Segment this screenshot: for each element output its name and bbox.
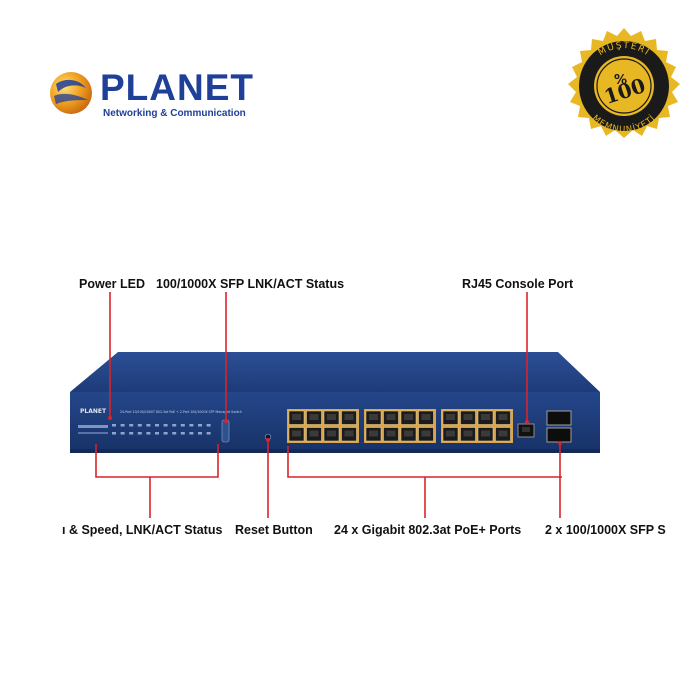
status-led (120, 424, 125, 427)
rj45-jack (292, 414, 301, 420)
globe-icon (50, 72, 92, 114)
callout-reset-button: Reset Button (235, 523, 313, 537)
status-led (163, 432, 168, 435)
seal-percent: % (614, 73, 627, 88)
status-led (129, 432, 134, 435)
switch-model-line: 24-Port 10/100/1000T 802.3at PoE + 2-Por… (120, 410, 242, 414)
callout-speed-status: ı & Speed, LNK/ACT Status (62, 523, 223, 537)
rj45-jack (309, 414, 319, 420)
status-led (163, 424, 168, 427)
rj45-jack (421, 414, 431, 420)
status-led (198, 432, 202, 435)
rj45-jack (344, 414, 354, 420)
rj45-jack (421, 430, 431, 437)
status-led (206, 432, 211, 435)
status-led (129, 424, 134, 427)
rj45-jack (481, 414, 490, 420)
brand-name: PLANET (100, 67, 254, 108)
switch-brand-mark: PLANET (80, 408, 107, 415)
rj45-jack (481, 430, 490, 437)
led-status-panel (78, 424, 211, 435)
rj45-jack (446, 430, 455, 437)
callout-sfp-status: 100/1000X SFP LNK/ACT Status (156, 277, 345, 291)
status-led (189, 432, 194, 435)
rj45-jack (463, 414, 473, 420)
rj45-jack (404, 430, 413, 437)
status-led (206, 424, 211, 427)
poe-port-block (287, 409, 513, 443)
rj45-jack (292, 430, 301, 437)
status-led (137, 424, 142, 427)
satisfaction-seal: MÜŞTERİ MEMNUNİYETİ % 100 (568, 28, 680, 138)
status-led (172, 424, 177, 427)
callout-sfp-slots: 2 x 100/1000X SFP S (545, 523, 666, 537)
rj45-jack (327, 414, 336, 420)
status-led (112, 424, 116, 427)
status-led (180, 424, 185, 427)
status-led (146, 424, 151, 427)
rj45-jack (344, 430, 354, 437)
rj45-jack (327, 430, 336, 437)
status-led (112, 432, 116, 435)
rj45-jack (369, 414, 378, 420)
status-led (146, 432, 151, 435)
status-led (189, 424, 194, 427)
rj45-jack (463, 430, 473, 437)
rj45-jack (386, 430, 396, 437)
rj45-jack (498, 414, 508, 420)
status-led (120, 432, 125, 435)
sfp-slot-1[interactable] (546, 410, 572, 426)
switch-top-panel (70, 352, 600, 392)
status-led (172, 432, 177, 435)
rj45-jack (446, 414, 455, 420)
status-led (155, 424, 159, 427)
rj45-jack (498, 430, 508, 437)
status-led (137, 432, 142, 435)
leader-poe-ports (287, 446, 562, 478)
rj45-jack (309, 430, 319, 437)
rj45-jack (369, 430, 378, 437)
brand-tagline: Networking & Communication (103, 108, 246, 119)
callout-poe-ports: 24 x Gigabit 802.3at PoE+ Ports (334, 523, 522, 537)
rj45-jack (404, 414, 413, 420)
leader-speed-status (95, 444, 219, 478)
status-led (180, 432, 185, 435)
status-led (155, 432, 159, 435)
status-led (198, 424, 202, 427)
callout-console-port: RJ45 Console Port (462, 277, 574, 291)
seal-rosette (568, 28, 680, 138)
callout-power-led: Power LED (79, 277, 145, 291)
rj45-jack (386, 414, 396, 420)
planet-logo: PLANET Networking & Communication (48, 68, 253, 124)
